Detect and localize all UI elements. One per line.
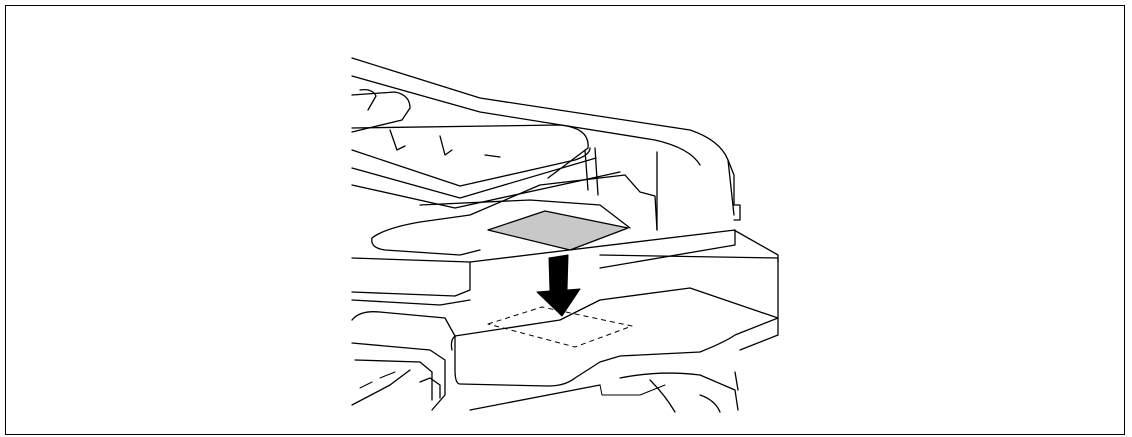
output-tray	[371, 147, 658, 256]
placement-outline	[487, 306, 633, 348]
document-feeder-cover	[351, 57, 735, 216]
copier-lower	[351, 311, 739, 413]
original-document	[487, 210, 629, 251]
exit-tray	[450, 254, 779, 396]
document-tray	[351, 129, 621, 209]
down-arrow-icon	[536, 254, 581, 317]
